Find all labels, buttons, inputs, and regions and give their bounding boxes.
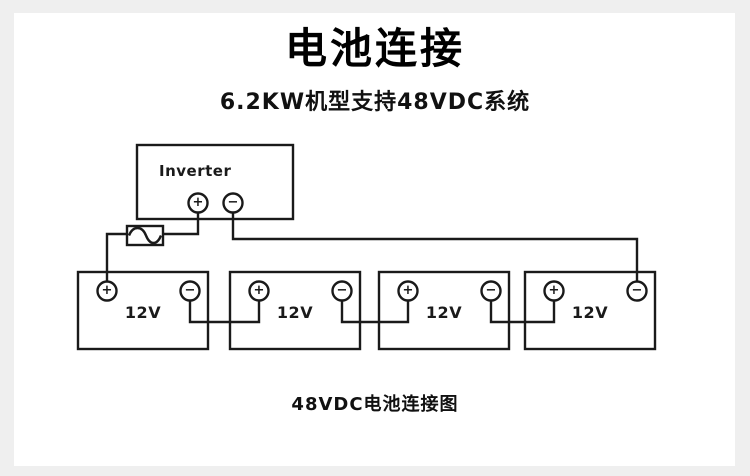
inverter-negative-terminal-circle <box>222 192 244 214</box>
minus-icon: − <box>631 283 643 299</box>
battery4-negative-terminal-circle <box>626 280 648 302</box>
battery3-positive-terminal-circle <box>397 280 419 302</box>
minus-icon: − <box>227 195 239 211</box>
battery1-positive-terminal-circle <box>96 280 118 302</box>
plus-icon: + <box>548 283 560 299</box>
plus-icon: + <box>402 283 414 299</box>
page-title: 电池连接 <box>284 24 465 73</box>
battery-label-2: 12V <box>276 303 314 322</box>
inverter-label: Inverter <box>159 162 232 180</box>
battery1-negative-terminal-circle <box>179 280 201 302</box>
battery-label-3: 12V <box>425 303 463 322</box>
battery2-positive-terminal-circle <box>248 280 270 302</box>
battery2-negative-terminal-circle <box>331 280 353 302</box>
wire-series-link-3 <box>489 291 556 324</box>
plus-icon: + <box>192 195 204 211</box>
plus-icon: + <box>253 283 265 299</box>
inverter-box <box>135 143 295 221</box>
battery-box-3 <box>377 270 511 351</box>
battery3-negative-terminal-circle <box>480 280 502 302</box>
minus-icon: − <box>184 283 196 299</box>
wire-negative <box>231 203 639 291</box>
wire-positive <box>105 203 200 291</box>
battery-box-1 <box>76 270 210 351</box>
diagram-caption: 48VDC电池连接图 <box>291 394 459 415</box>
battery-box-4 <box>523 270 657 351</box>
minus-icon: − <box>485 283 497 299</box>
wire-series-link-2 <box>340 291 410 324</box>
minus-icon: − <box>336 283 348 299</box>
battery4-positive-terminal-circle <box>543 280 565 302</box>
battery-label-1: 12V <box>124 303 162 322</box>
wire-series-link-1 <box>188 291 261 324</box>
inverter-positive-terminal-circle <box>187 192 209 214</box>
battery-label-4: 12V <box>571 303 609 322</box>
plus-icon: + <box>101 283 113 299</box>
page-subtitle: 6.2KW机型支持48VDC系统 <box>219 90 531 115</box>
battery-box-2 <box>228 270 362 351</box>
sine-wave-icon <box>127 226 163 245</box>
